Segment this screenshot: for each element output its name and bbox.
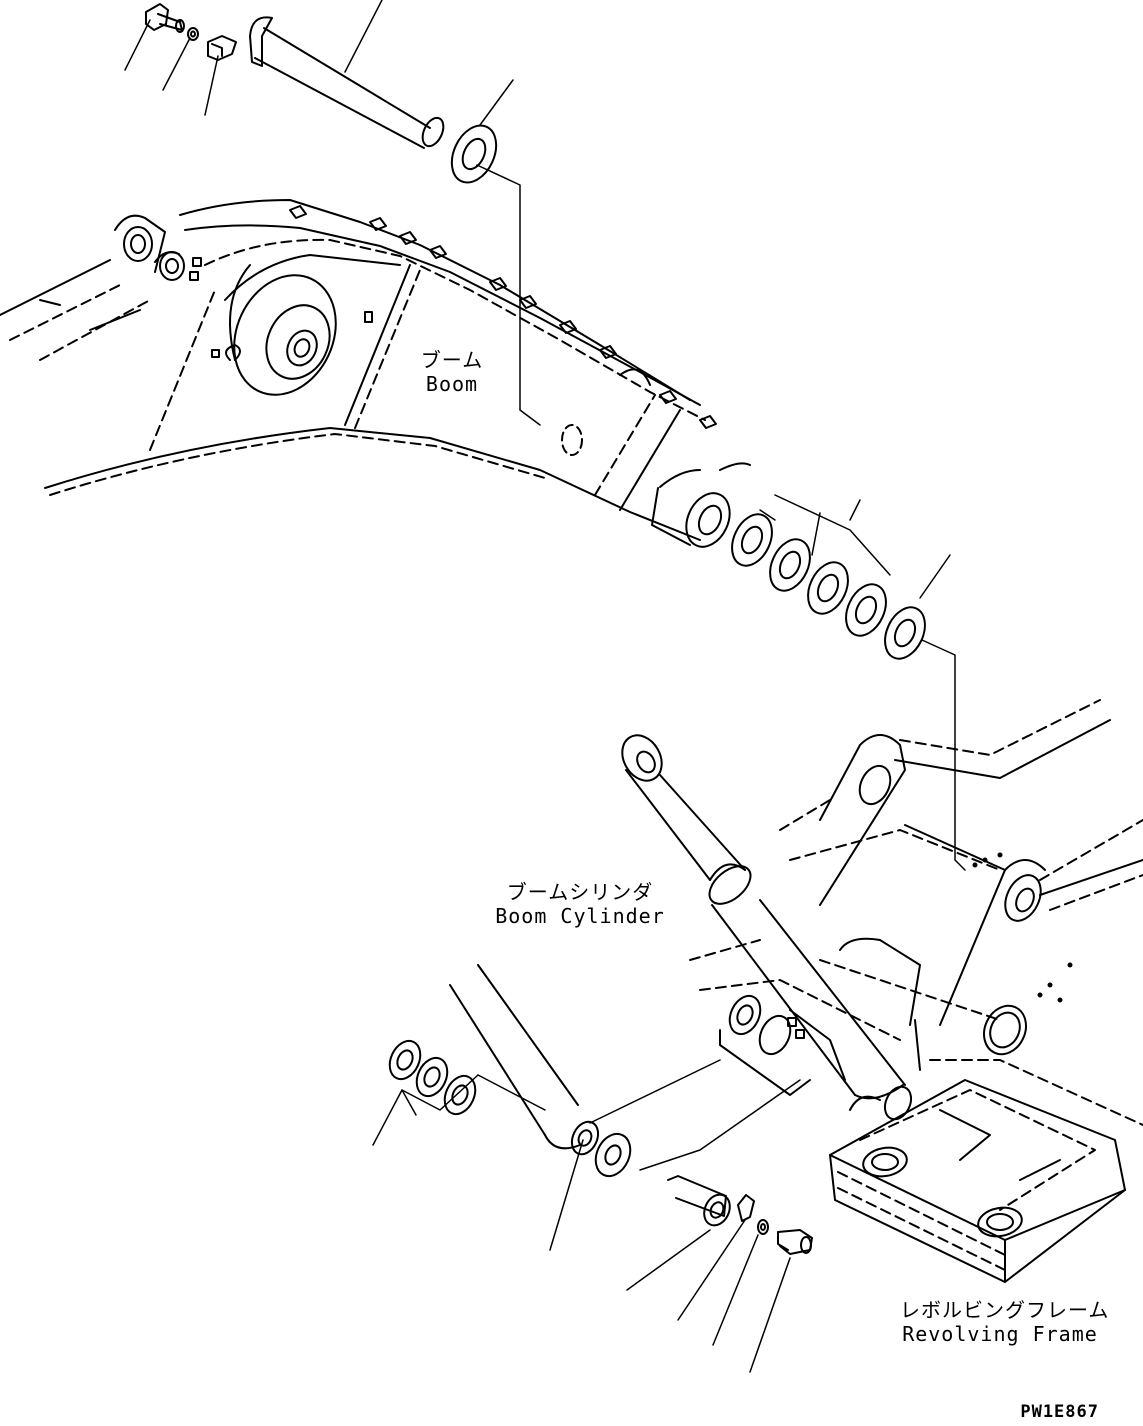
top-spacer-washer bbox=[450, 124, 498, 184]
shim-washers bbox=[731, 513, 926, 660]
top-lock-plate bbox=[207, 35, 237, 61]
label-boom: ブーム Boom bbox=[412, 348, 492, 396]
label-boom-cylinder-jp: ブームシリンダ bbox=[506, 880, 654, 904]
bottom-washer bbox=[757, 1219, 769, 1235]
label-revolving-frame: レボルビングフレーム Revolving Frame bbox=[900, 1298, 1110, 1346]
bottom-lock-plate bbox=[737, 1194, 755, 1222]
top-bolt bbox=[145, 3, 185, 33]
lower-shim-washers bbox=[388, 1039, 477, 1116]
revolving-frame bbox=[689, 699, 1143, 1283]
label-boom-cylinder: ブームシリンダ Boom Cylinder bbox=[495, 880, 665, 928]
label-revolving-frame-jp: レボルビングフレーム bbox=[900, 1298, 1110, 1322]
bottom-bolt bbox=[777, 1229, 813, 1255]
boom-cylinder bbox=[621, 734, 906, 1100]
boom bbox=[0, 199, 751, 548]
cylinder-bottom-end bbox=[449, 964, 600, 1156]
label-boom-cylinder-en: Boom Cylinder bbox=[495, 904, 665, 928]
top-washer bbox=[187, 27, 199, 41]
leader-lines bbox=[124, 0, 966, 1373]
label-revolving-frame-en: Revolving Frame bbox=[902, 1322, 1098, 1346]
drawing-code: PW1E867 bbox=[1020, 1402, 1099, 1422]
bottom-pin bbox=[667, 1175, 731, 1227]
boom-foot-pin bbox=[249, 16, 445, 149]
label-boom-en: Boom bbox=[425, 372, 479, 396]
label-boom-jp: ブーム bbox=[420, 348, 484, 372]
bottom-spacer-washer bbox=[594, 1132, 632, 1178]
